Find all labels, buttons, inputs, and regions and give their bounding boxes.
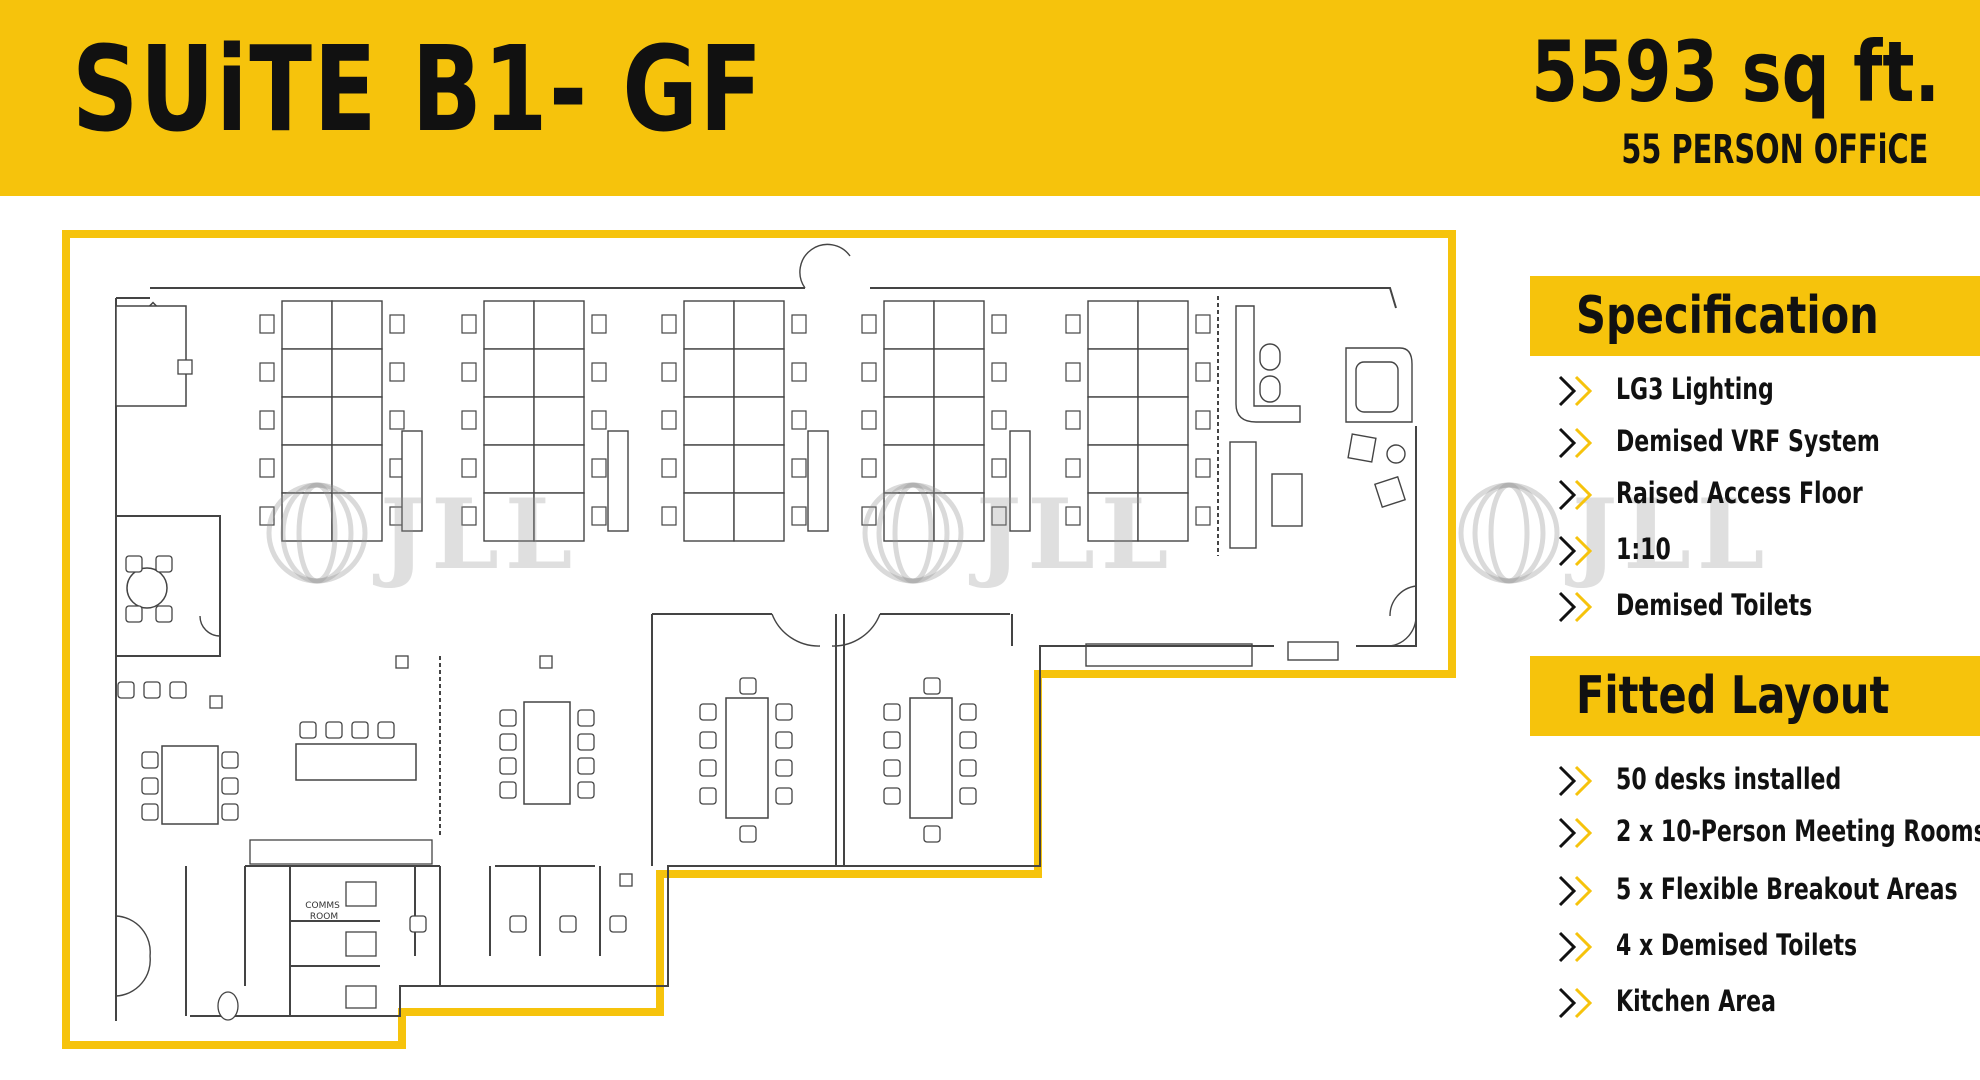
double-chevron-right-icon	[1558, 987, 1593, 1019]
jll-logo-icon	[862, 482, 964, 584]
suite-title: SUiTE B1- GF	[72, 20, 764, 158]
jll-watermark-2: JLL	[976, 478, 1175, 591]
jll-logo-icon	[1458, 482, 1560, 584]
spec-item-label: 1:10	[1616, 532, 1671, 566]
fitted-layout-heading: Fitted Layout	[1576, 666, 1890, 726]
double-chevron-right-icon	[1558, 535, 1593, 567]
suite-outline	[62, 230, 1456, 1049]
fitted-item-label: 50 desks installed	[1616, 762, 1842, 796]
fitted-item-label: Kitchen Area	[1616, 984, 1776, 1018]
double-chevron-right-icon	[1558, 591, 1593, 623]
double-chevron-right-icon	[1558, 479, 1593, 511]
double-chevron-right-icon	[1558, 427, 1593, 459]
spec-item-label: LG3 Lighting	[1616, 372, 1774, 406]
spec-item-label: Raised Access Floor	[1616, 476, 1863, 510]
header-banner: SUiTE B1- GF 5593 sq ft. 55 PERSON OFFiC…	[0, 0, 1980, 196]
double-chevron-right-icon	[1558, 875, 1593, 907]
spec-item-label: Demised VRF System	[1616, 424, 1880, 458]
double-chevron-right-icon	[1558, 817, 1593, 849]
fitted-layout-header: Fitted Layout	[1530, 656, 1980, 736]
fitted-item-label: 5 x Flexible Breakout Areas	[1616, 872, 1958, 906]
floor-plan: COMMS ROOM	[62, 230, 1456, 1049]
fitted-item-label: 2 x 10-Person Meeting Rooms	[1616, 814, 1980, 848]
spec-item-label: Demised Toilets	[1616, 588, 1813, 622]
comms-room-label: COMMS ROOM	[305, 901, 343, 922]
double-chevron-right-icon	[1558, 765, 1593, 797]
jll-watermark-1: JLL	[380, 478, 579, 591]
jll-logo-icon	[266, 482, 368, 584]
capacity-label: 55 PERSON OFFiCE	[1621, 127, 1928, 173]
specification-header: Specification	[1530, 276, 1980, 356]
specification-heading: Specification	[1576, 286, 1879, 346]
floor-area: 5593 sq ft.	[1531, 23, 1940, 121]
double-chevron-right-icon	[1558, 931, 1593, 963]
double-chevron-right-icon	[1558, 375, 1593, 407]
fitted-item-label: 4 x Demised Toilets	[1616, 928, 1858, 962]
jll-watermark-3: JLL	[1572, 478, 1771, 591]
